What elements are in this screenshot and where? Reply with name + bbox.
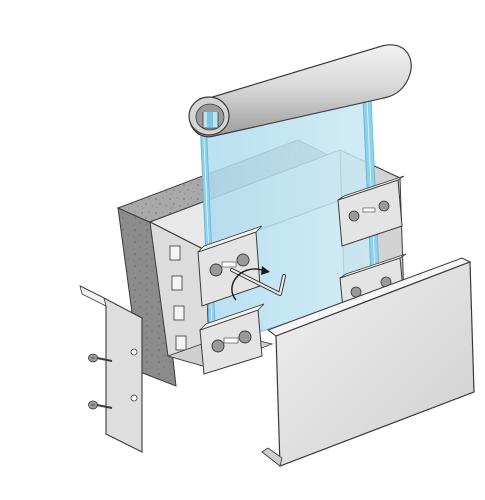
end-cap-plate-icon: [79, 285, 143, 453]
allen-key-icon: [230, 268, 286, 296]
cladding-cover-icon: [261, 257, 475, 467]
rotation-arrow-icon: [231, 266, 270, 301]
screw-icon: [88, 353, 113, 363]
screw-icon: [88, 400, 113, 410]
handrail-tube-icon: [188, 44, 412, 138]
clamp-block-icon: [197, 225, 265, 375]
